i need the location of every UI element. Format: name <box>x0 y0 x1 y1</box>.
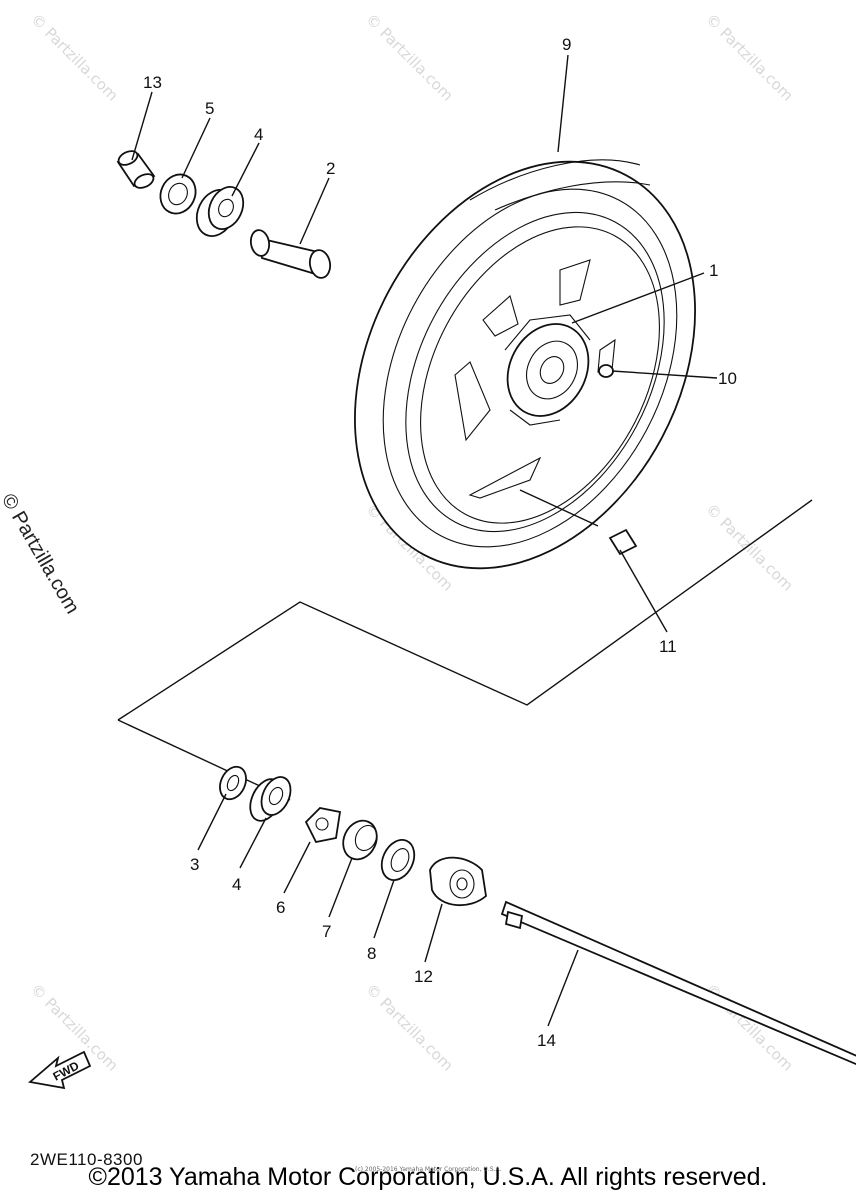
part-4-bearing-lower <box>249 776 292 822</box>
leader-lines <box>131 54 718 1027</box>
part-9-tire-wheel <box>354 159 696 570</box>
part-2-collar <box>249 229 332 279</box>
part-5-oil-seal <box>159 173 197 215</box>
callout-10: 10 <box>718 369 737 388</box>
part-14-axle <box>500 900 856 1066</box>
callout-4: 4 <box>254 125 263 144</box>
watermark: © Partzilla.com <box>27 10 122 105</box>
tiny-copyright: (c) 2005-2016 Yamaha Motor Corporation, … <box>355 1166 502 1173</box>
part-8-oil-seal <box>380 839 416 881</box>
diagram-code: 2WE110-8300 <box>30 1150 143 1169</box>
watermark: © Partzilla.com <box>362 10 457 105</box>
part-6-meter-clutch <box>304 807 342 844</box>
watermark: © Partzilla.com <box>702 500 797 595</box>
callout-6: 6 <box>276 898 285 917</box>
callout-2: 2 <box>326 159 335 178</box>
axis-frame <box>117 499 813 721</box>
callout-5: 5 <box>205 99 214 118</box>
fwd-arrow-icon: FWD <box>27 1050 92 1090</box>
part-13-spacer <box>116 150 156 189</box>
part-4-bearing-upper <box>195 186 245 237</box>
part-12-meter-gear-housing <box>429 856 487 907</box>
part-11-balance-weight <box>608 528 638 556</box>
callout-11: 11 <box>659 637 677 656</box>
callout-12: 12 <box>414 967 433 986</box>
part-7-gear <box>342 819 378 861</box>
callout-labels: 13 5 4 2 9 1 10 11 3 4 6 7 8 12 14 <box>143 35 737 1050</box>
callout-4: 4 <box>232 875 241 894</box>
watermark: © Partzilla.com <box>702 10 797 105</box>
watermark: © Partzilla.com <box>362 980 457 1075</box>
callout-3: 3 <box>190 855 199 874</box>
part-3-washer <box>219 765 247 801</box>
callout-13: 13 <box>143 73 162 92</box>
callout-7: 7 <box>322 922 331 941</box>
callout-9: 9 <box>562 35 571 54</box>
copyright-footer: ©2013 Yamaha Motor Corporation, U.S.A. A… <box>88 1163 768 1191</box>
callout-8: 8 <box>367 944 376 963</box>
callout-1: 1 <box>709 261 718 280</box>
callout-14: 14 <box>537 1031 556 1050</box>
part-10-valve <box>598 364 614 378</box>
